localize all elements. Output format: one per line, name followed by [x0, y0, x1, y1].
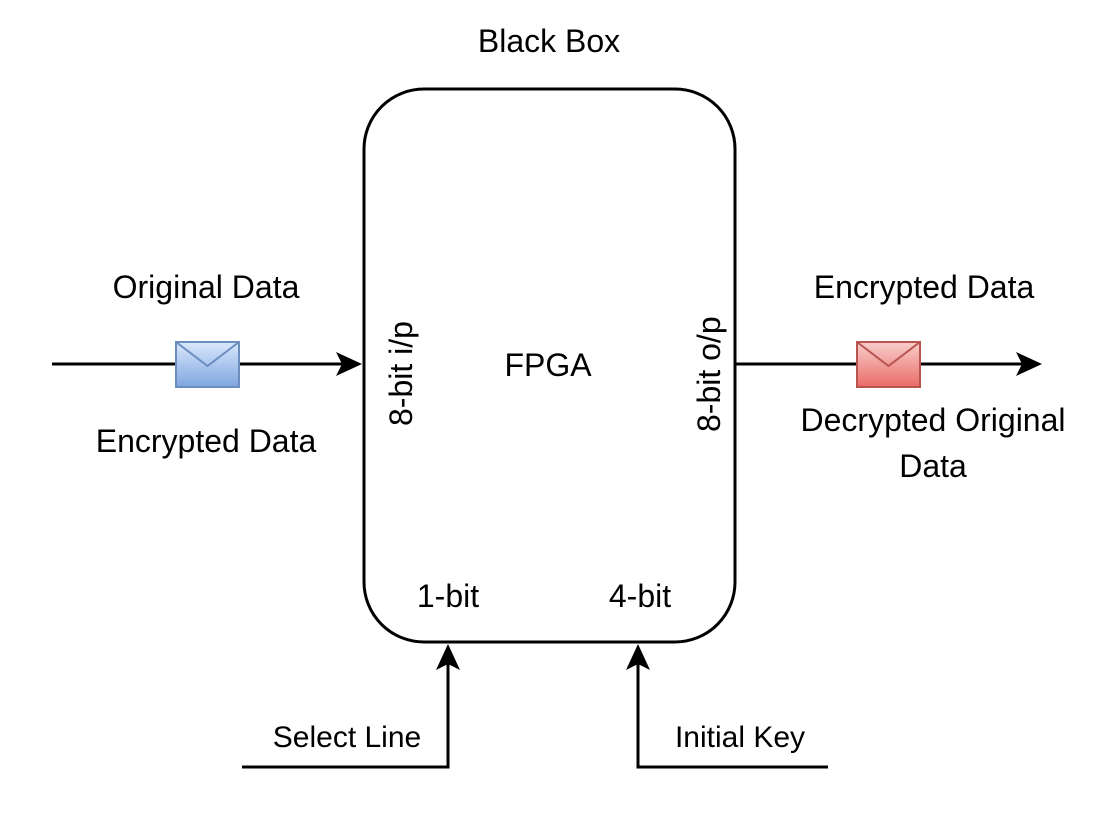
select-line-label: Select Line: [272, 721, 422, 754]
input-port-label: 8-bit i/p: [383, 321, 419, 426]
black-box-title: Black Box: [477, 23, 621, 59]
initial-key-label: Initial Key: [674, 721, 806, 754]
original-data-label: Original Data: [112, 269, 300, 305]
encrypted-data-output-label: Encrypted Data: [813, 269, 1035, 305]
initial-key-arrow: [626, 644, 828, 769]
encrypted-data-input-label: Encrypted Data: [95, 423, 317, 459]
select-port-label: 1-bit: [416, 578, 480, 614]
decrypted-data-label-line2: Data: [899, 448, 967, 484]
envelope-icon: [175, 341, 240, 388]
select-line-arrow: [242, 644, 460, 769]
key-port-label: 4-bit: [608, 578, 672, 614]
output-port-label: 8-bit o/p: [691, 316, 727, 432]
fpga-label: FPGA: [504, 347, 592, 383]
envelope-icon: [856, 341, 921, 388]
decrypted-data-label-line1: Decrypted Original: [800, 402, 1066, 438]
